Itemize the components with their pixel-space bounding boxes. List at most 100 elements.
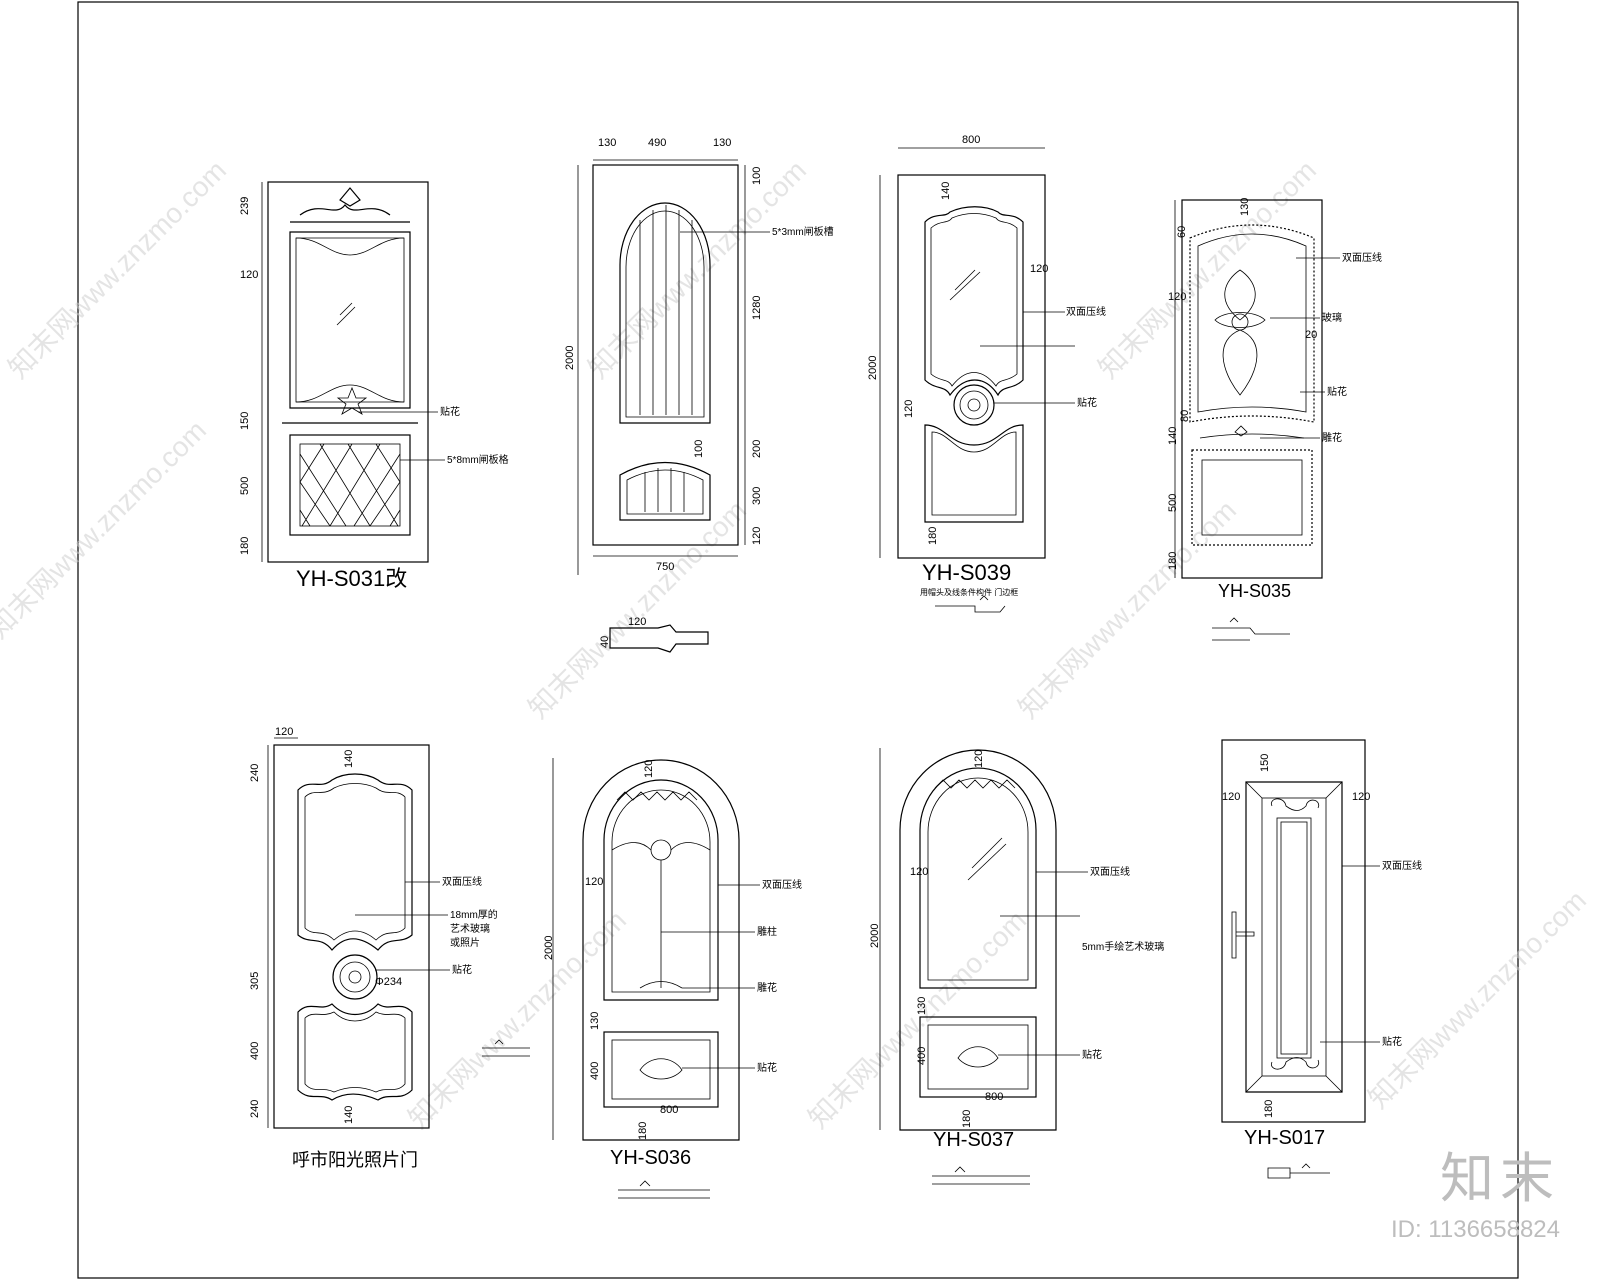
note-flower: 贴花 (1082, 1048, 1102, 1061)
dim-top: 100 (751, 167, 763, 185)
dim-side: 120 (1030, 263, 1048, 275)
note-glass-1: 18mm厚的 (450, 908, 498, 921)
watermark-layer: 知末网www.znzmo.com 知末网www.znzmo.com 知末网www… (0, 154, 1592, 1134)
dim-bottom: 180 (1263, 1100, 1275, 1118)
dim-mid: 305 (249, 972, 261, 990)
watermark-text: 知末网www.znzmo.com (1012, 494, 1242, 724)
note-line: 双面压线 (1342, 251, 1382, 264)
dim-low: 500 (239, 477, 251, 495)
dim-height: 2000 (543, 936, 555, 960)
note-carve: 雕花 (757, 981, 777, 994)
dim-mid: 130 (589, 1012, 601, 1030)
brand-block: 知末 ID: 1136658824 (1391, 1152, 1560, 1244)
dim-low: 500 (1167, 494, 1179, 512)
door-label: YH-S035 (1218, 581, 1291, 601)
watermark-text: 知末网www.znzmo.com (1092, 154, 1322, 384)
door-yh-s017: 150 120 120 180 双面压线 贴花 YH-S017 (1221, 739, 1422, 1179)
dim-bottom: 180 (637, 1122, 649, 1140)
dim-height: 2000 (564, 346, 576, 370)
sheet-frame (77, 1, 1519, 1279)
dim-side: 120 (1168, 291, 1186, 303)
dim-height: 2000 (869, 924, 881, 948)
dim-bottom: 180 (1167, 552, 1179, 570)
dim-gap: 200 (751, 440, 763, 458)
dim-width: 750 (656, 561, 674, 573)
note-flower: 贴花 (440, 405, 460, 418)
watermark-text: 知末网www.znzmo.com (1362, 884, 1592, 1114)
dim-mid1: 80 (1179, 410, 1191, 422)
door-label: YH-S017 (1244, 1127, 1325, 1149)
door-label: YH-S039 (922, 560, 1011, 585)
note-bar: 雕柱 (757, 925, 777, 938)
watermark-text: 知末网www.znzmo.com (582, 154, 812, 384)
dim-inner: 20 (1305, 329, 1317, 341)
note-line: 双面压线 (1090, 865, 1130, 878)
note-line: 双面压线 (1066, 305, 1106, 318)
note-flower: 贴花 (1327, 385, 1347, 398)
dim-bottom: 240 (249, 1100, 261, 1118)
note-glass-2: 艺术玻璃 (450, 922, 490, 935)
note-flower: 贴花 (1382, 1035, 1402, 1048)
dim-top: 140 (940, 182, 952, 200)
door-label: YH-S037 (933, 1129, 1014, 1151)
door-yh-s036: 2000 120 120 130 400 800 180 双面压线 雕柱 雕花 … (482, 758, 802, 1199)
dim-left: 130 (598, 137, 616, 149)
door-label: YH-S031改 (296, 566, 407, 591)
door-label: 呼市阳光照片门 (292, 1150, 418, 1170)
note-grid: 5*8mm闸板格 (447, 453, 509, 466)
profile-thk: 40 (599, 636, 611, 648)
dim-bottom2: 140 (343, 1106, 355, 1124)
note-carve: 雕花 (1322, 431, 1342, 444)
dim-top2: 130 (1239, 198, 1251, 216)
dim-upper: 1280 (751, 296, 763, 320)
note-glass: 玻璃 (1322, 311, 1342, 324)
dim-low: 400 (589, 1062, 601, 1080)
dim-low: 400 (916, 1047, 928, 1065)
note-flower: 贴花 (757, 1061, 777, 1074)
dim-mid: 150 (239, 412, 251, 430)
door-yh-s035: 60 130 120 20 80 140 500 180 双面压线 玻璃 贴花 … (1167, 198, 1382, 641)
note-glass: 5mm手绘艺术玻璃 (1082, 940, 1164, 953)
profile-size: 120 (628, 616, 646, 628)
door-yh-s031: 239 120 150 500 180 贴花 5*8mm闸板格 YH-S031改 (239, 181, 509, 591)
door-yh-s039: 800 140 2000 120 120 180 双面压线 贴花 YH-S039… (867, 134, 1106, 613)
note-line: 双面压线 (442, 875, 482, 888)
dim-width: 800 (985, 1091, 1003, 1103)
brand-logo: 知末 (1440, 1147, 1560, 1210)
dim-top2: 140 (343, 750, 355, 768)
note-panel: 5*3mm闸板槽 (772, 225, 834, 238)
dim-bottom: 180 (927, 527, 939, 545)
dim-low: 400 (249, 1042, 261, 1060)
dim-right: 120 (1352, 791, 1370, 803)
note-glass-3: 或照片 (450, 936, 480, 949)
dim-top1: 60 (1176, 226, 1188, 238)
door-caption: 用帽头及线条件构件 门边框 (920, 587, 1018, 597)
dim-mid: 130 (916, 997, 928, 1015)
dim-side: 120 (275, 726, 293, 738)
dim-lower: 300 (751, 487, 763, 505)
dim-right: 130 (713, 137, 731, 149)
dim-bottom: 180 (239, 537, 251, 555)
dim-mid2: 140 (1167, 427, 1179, 445)
dim-top: 150 (1259, 754, 1271, 772)
dim-arch: 120 (643, 760, 655, 778)
dim-height: 2000 (867, 356, 879, 380)
dim-top: 240 (249, 764, 261, 782)
dim-width: 800 (962, 134, 980, 146)
dim-bottom: 180 (961, 1110, 973, 1128)
watermark-text: 知末网www.znzmo.com (2, 154, 232, 384)
dim-side: 120 (585, 876, 603, 888)
watermark-text: 知末网www.znzmo.com (0, 414, 212, 644)
note-flower: 贴花 (452, 963, 472, 976)
note-flower: 贴花 (1077, 396, 1097, 409)
dim-middle: 490 (648, 137, 666, 149)
dim-left: 120 (1222, 791, 1240, 803)
dim-width: 800 (660, 1104, 678, 1116)
door-panel-arched: 130 490 130 2000 750 100 1280 100 200 30… (564, 137, 834, 653)
note-line: 双面压线 (1382, 859, 1422, 872)
door-yh-s037: 2000 120 120 130 400 800 180 双面压线 5mm手绘艺… (869, 748, 1164, 1185)
dim-top: 239 (239, 197, 251, 215)
dim-mid: 120 (903, 400, 915, 418)
door-label: YH-S036 (610, 1147, 691, 1169)
